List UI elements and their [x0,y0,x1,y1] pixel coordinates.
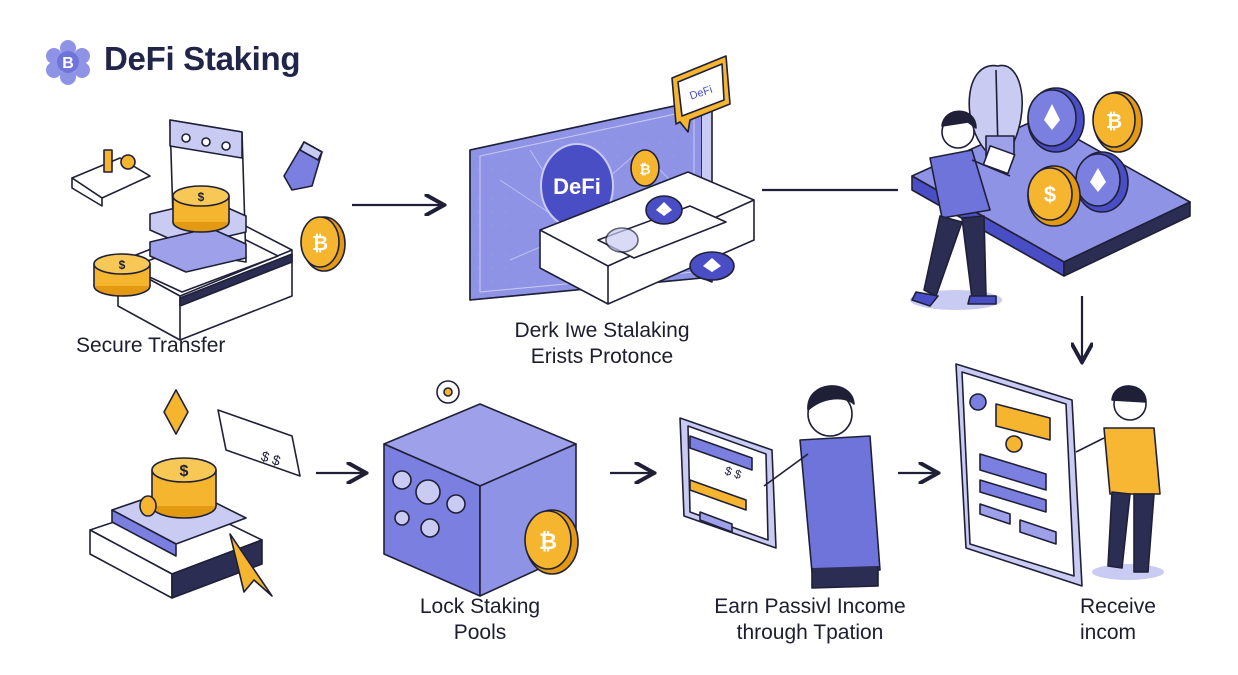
svg-text:B: B [62,55,74,72]
caption-line: Derk Iwe Stalaking [514,319,690,342]
svg-text:₿: ₿ [539,529,557,554]
caption-line: Receive [1080,595,1156,618]
caption-line: Lock Staking [419,595,541,618]
page-title: DeFi Staking [104,40,301,77]
lock-pools-illustration: ₿ [383,380,579,597]
caption-secure-transfer: Secure Transfer [76,333,225,359]
svg-text:$: $ [180,463,189,480]
svg-text:$: $ [119,258,126,272]
caption-line: Erists Protonce [530,345,674,368]
caption-lock-pools: Lock Staking Pools [400,594,560,646]
caption-earn-income: Earn Passivl Income through Tpation [700,594,920,646]
defi-screen-text: DeFi [553,174,601,199]
caption-line: Pools [453,621,507,644]
svg-text:₿: ₿ [1106,111,1122,133]
caption-line: incom [1080,621,1137,644]
svg-text:₿: ₿ [639,161,650,177]
deposit-tag-text: $ $ [259,448,283,469]
receive-income-illustration [955,363,1164,587]
caption-line: Earn Passivl Income [714,595,906,618]
caption-receive-income: Receive incom [1080,594,1230,646]
protocol-screen-illustration: ₿ [469,55,755,305]
secure-transfer-illustration: $ $ ₿ [71,119,346,341]
svg-text:$: $ [1044,182,1056,207]
caption-line: Secure Transfer [76,334,226,357]
svg-text:$: $ [198,190,205,204]
hexagon-b-logo-icon: B [46,40,90,85]
flow-arrows [316,188,1082,473]
caption-staking-protocol: Derk Iwe Stalaking Erists Protonce [500,318,704,370]
deposit-illustration: $ [89,389,301,599]
earn-screen-text: $ $ [723,464,744,483]
earn-income-illustration [679,385,881,589]
user-coins-illustration: $ ₿ [910,64,1191,310]
caption-line: through Tpation [736,621,884,644]
svg-text:₿: ₿ [312,233,328,255]
